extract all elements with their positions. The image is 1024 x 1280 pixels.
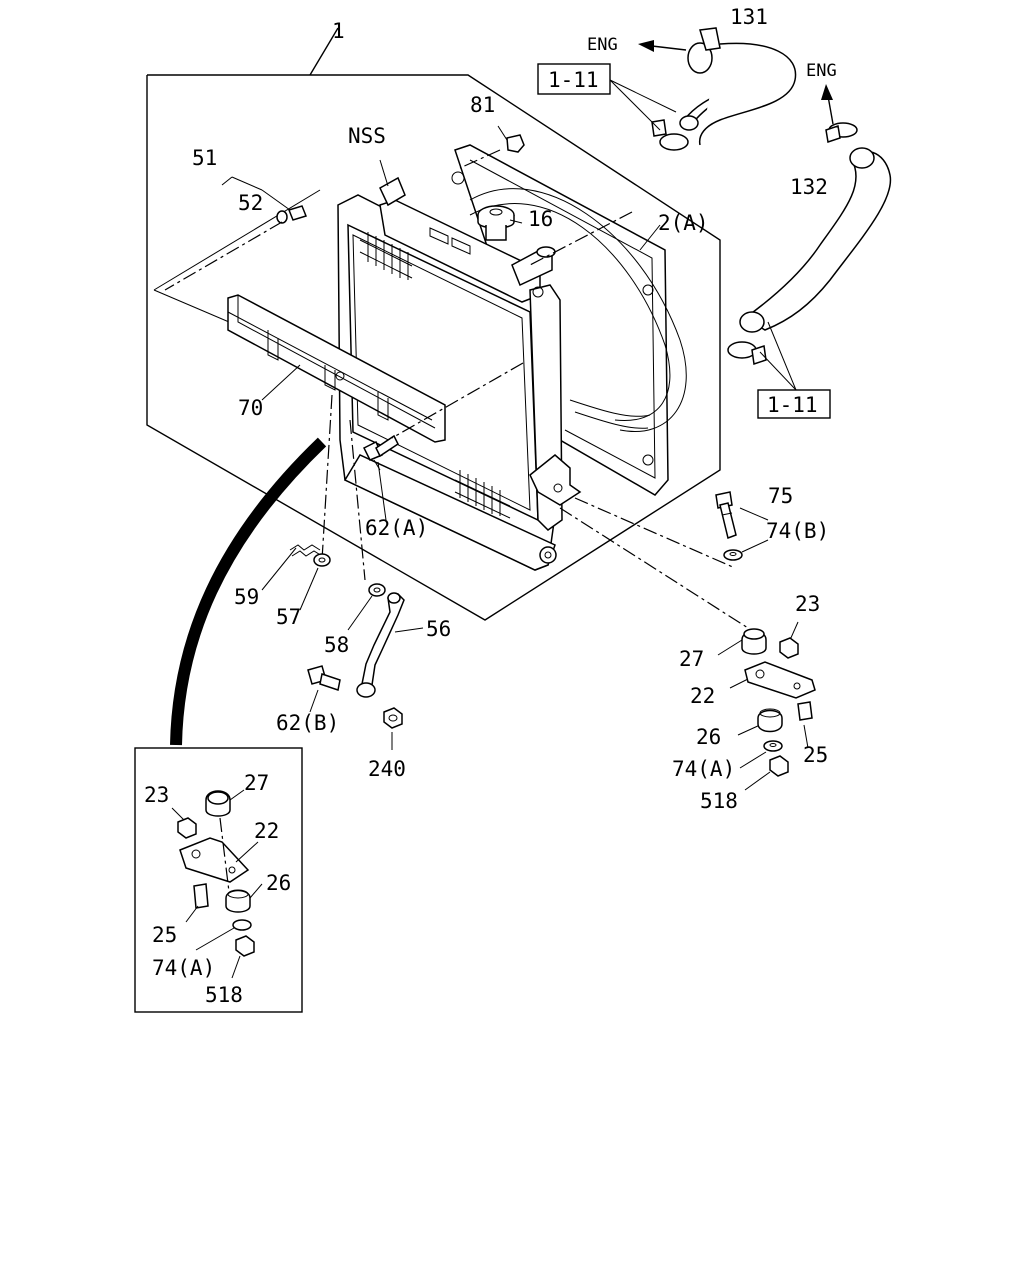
callout-62a: 62(A) xyxy=(365,516,428,540)
callout-16: 16 xyxy=(528,207,553,231)
callout-inset-518: 518 xyxy=(205,983,243,1007)
eng-arrow-top xyxy=(638,40,687,52)
clip-81 xyxy=(497,125,525,153)
callout-inset-26: 26 xyxy=(266,871,291,895)
washer-58 xyxy=(368,583,386,597)
callout-58: 58 xyxy=(324,633,349,657)
callout-labels: 1 131 ENG ENG 132 1-11 1-11 81 NSS 51 52… xyxy=(144,5,837,1007)
callout-inset-27: 27 xyxy=(244,771,269,795)
stay-rod-56 xyxy=(356,592,405,698)
callout-right-518: 518 xyxy=(700,789,738,813)
callout-right-26: 26 xyxy=(696,725,721,749)
callout-right-74a: 74(A) xyxy=(672,757,735,781)
callout-52: 52 xyxy=(238,191,263,215)
callout-51: 51 xyxy=(192,146,217,170)
clip-59 xyxy=(289,544,323,557)
core-fins-bottom xyxy=(454,470,511,519)
callout-59: 59 xyxy=(234,585,259,609)
inset-detail-box xyxy=(134,437,327,1013)
bolt-62b xyxy=(307,665,341,691)
callout-74b: 74(B) xyxy=(766,519,829,543)
bolt-51-52 xyxy=(221,176,307,224)
callout-ref-top: 1-11 xyxy=(548,68,599,92)
nss-fitting xyxy=(379,159,406,207)
upper-hose xyxy=(651,27,797,151)
assembly-centerlines xyxy=(164,149,749,629)
callout-right-23: 23 xyxy=(795,592,820,616)
callout-inset-74a: 74(A) xyxy=(152,956,215,980)
callout-56: 56 xyxy=(426,617,451,641)
callout-1: 1 xyxy=(332,19,345,43)
pin-75 xyxy=(715,491,743,561)
ref-leaders xyxy=(609,79,797,391)
callout-62b: 62(B) xyxy=(276,711,339,735)
callout-132: 132 xyxy=(790,175,828,199)
callout-eng-right: ENG xyxy=(806,61,837,81)
radiator-cap xyxy=(477,205,515,241)
callout-right-22: 22 xyxy=(690,684,715,708)
callout-75: 75 xyxy=(768,484,793,508)
radiator-core xyxy=(337,194,563,571)
callout-eng-top: ENG xyxy=(587,35,618,55)
callout-240: 240 xyxy=(368,757,406,781)
callout-right-27: 27 xyxy=(679,647,704,671)
callout-nss: NSS xyxy=(348,124,386,148)
callout-ref-right: 1-11 xyxy=(767,393,818,417)
callout-right-25: 25 xyxy=(803,743,828,767)
callout-2a: 2(A) xyxy=(658,211,709,235)
upper-support-bracket xyxy=(227,294,446,443)
callout-131: 131 xyxy=(730,5,768,29)
core-fins-top xyxy=(359,232,413,280)
right-mount-stack xyxy=(741,628,816,777)
callout-57: 57 xyxy=(276,605,301,629)
washer-57 xyxy=(313,553,331,567)
lower-mount-bracket xyxy=(529,454,582,506)
leader-lines xyxy=(261,219,809,791)
eng-arrow-right xyxy=(821,84,834,125)
callout-70: 70 xyxy=(238,396,263,420)
bolt-62a xyxy=(362,434,399,471)
callout-81: 81 xyxy=(470,93,495,117)
nut-240 xyxy=(383,707,403,729)
callout-inset-23: 23 xyxy=(144,783,169,807)
callout-inset-22: 22 xyxy=(254,819,279,843)
lower-hose xyxy=(727,122,892,365)
callout-inset-25: 25 xyxy=(152,923,177,947)
